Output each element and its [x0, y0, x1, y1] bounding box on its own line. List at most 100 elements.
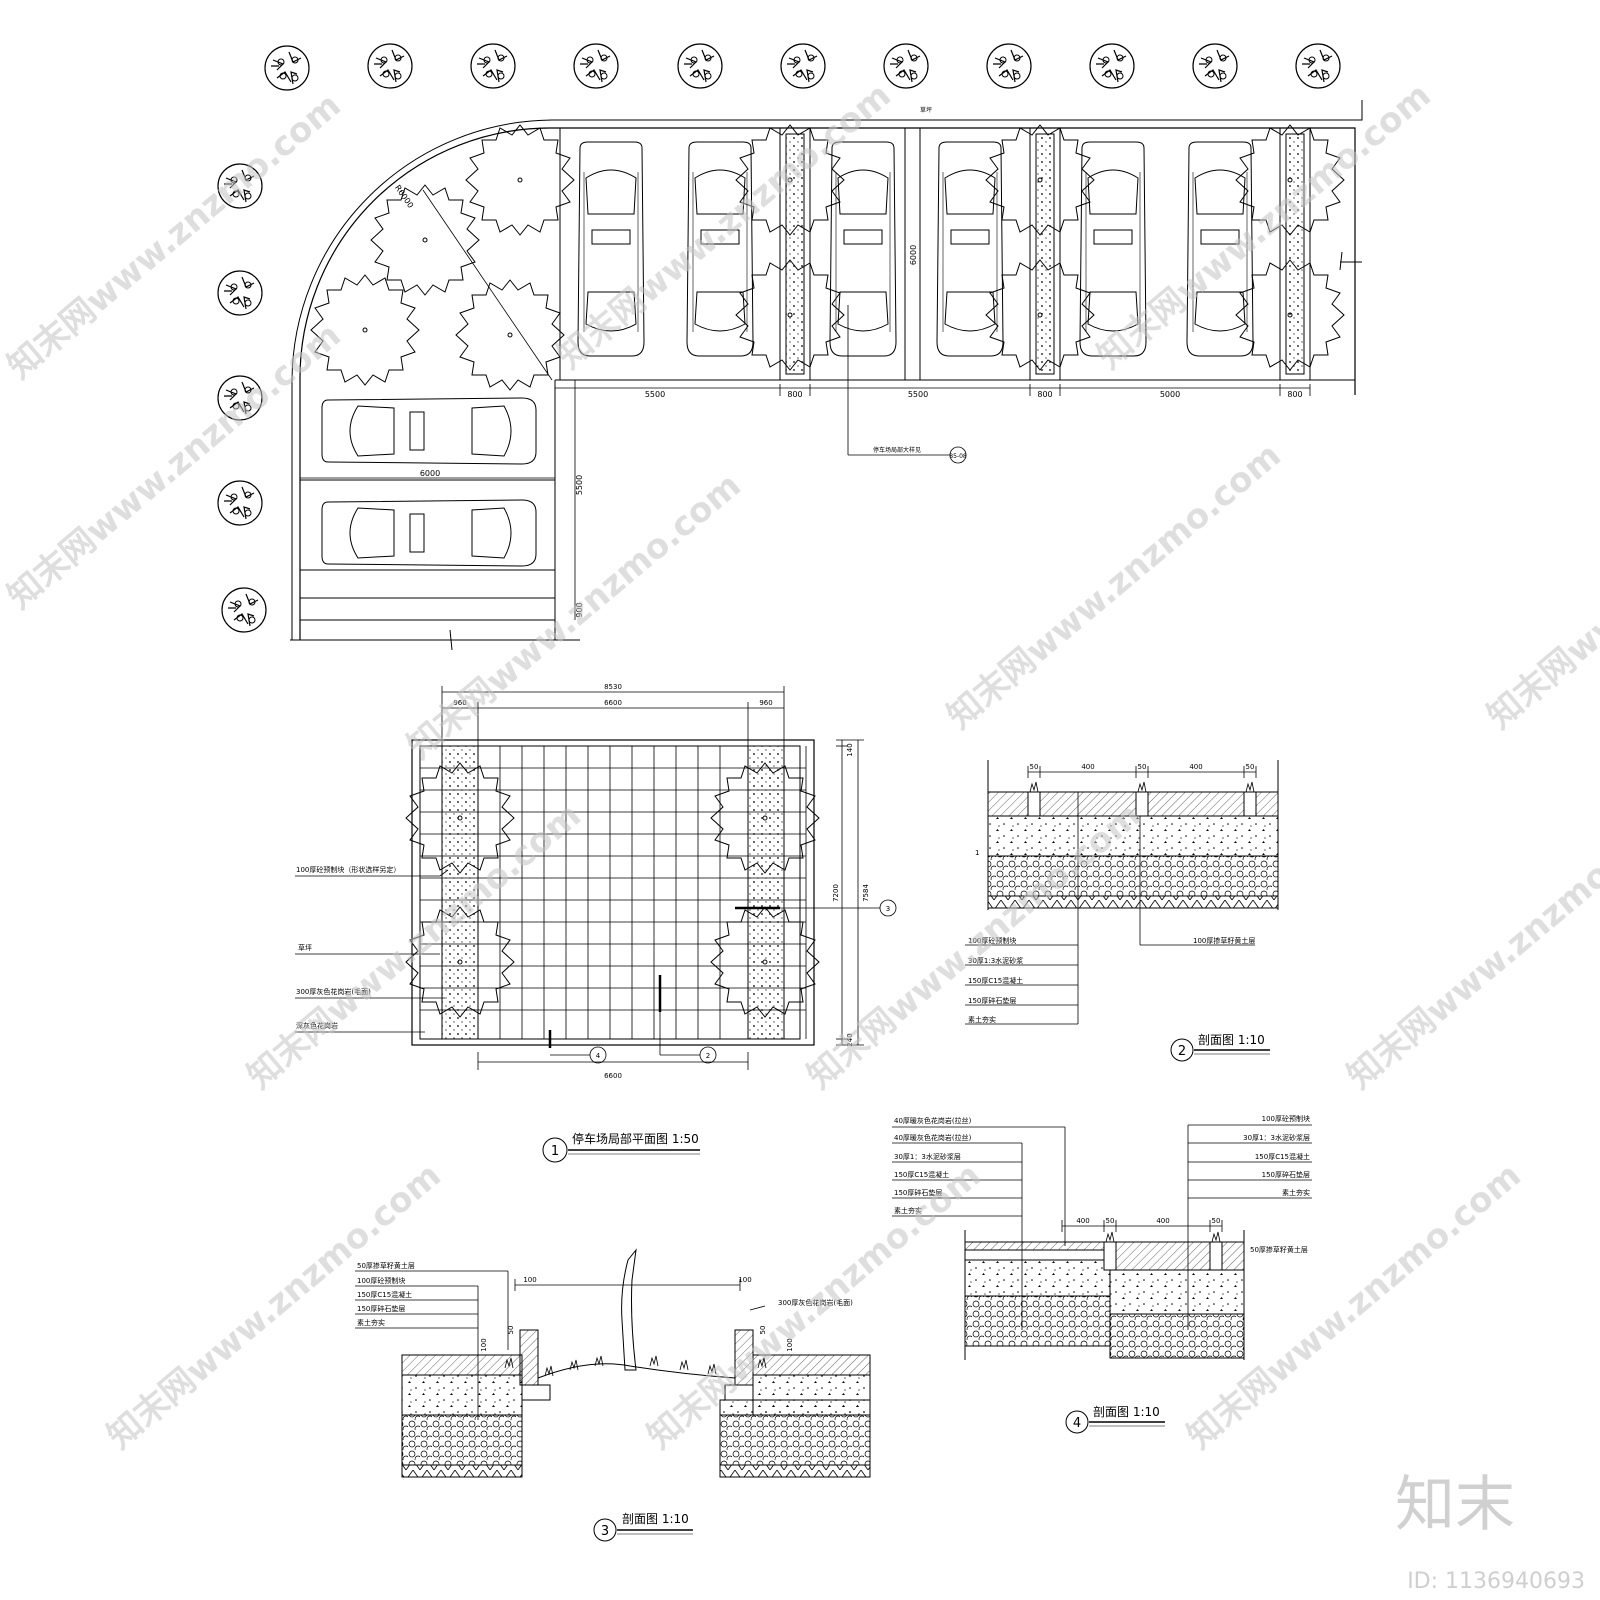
lawn-label: 草坪: [920, 106, 932, 114]
s3-right-label: 300厚灰色花岗岩(毛面): [778, 1298, 853, 1307]
s4-right-label-1: 100厚砼预制块: [1262, 1114, 1310, 1123]
image-id: ID: 1136940693: [1407, 1569, 1585, 1594]
detail-plan: [295, 686, 897, 1163]
section-4-number: 4: [1073, 1416, 1081, 1431]
granite-strip-right: [747, 745, 785, 1040]
s2-right-label: 100厚掺草籽黄土层: [1193, 936, 1255, 945]
s4-left-label-2: 40厚暖灰色花岗岩(拉丝): [894, 1133, 972, 1142]
site-plan-text: 草坪 5500 800 5500 800 5000 800 6000 R6000…: [393, 106, 1303, 618]
s2-dim-3: 50: [1138, 763, 1147, 771]
dim-bay-3: 5000: [1160, 390, 1180, 399]
watermark-10: 知末网www.znzmo.com: [1340, 795, 1600, 1097]
s3-label-3: 150厚C15混凝土: [357, 1290, 412, 1299]
s2-label-4: 150厚碎石垫层: [968, 996, 1016, 1005]
dim-bottom: 6600: [604, 1072, 622, 1080]
s3-label-4: 150厚碎石垫层: [357, 1304, 405, 1313]
dim-v-bottom: 240: [846, 1033, 854, 1046]
s2-label-3: 150厚C15混凝土: [968, 976, 1023, 985]
watermark-7: 知末网www.znzmo.com: [1480, 435, 1600, 737]
marker-4: 4: [596, 1052, 601, 1060]
s4-dim-1: 400: [1076, 1217, 1089, 1225]
dim-v-total: 7584: [862, 884, 870, 902]
brand-badge: 知末 ID: 1136940693: [1395, 1470, 1585, 1594]
s4-right-label-3: 150厚C15混凝土: [1255, 1152, 1310, 1161]
dim-bay-1: 5500: [645, 390, 665, 399]
dim-strip-1: 800: [787, 390, 802, 399]
s3-dim-6: 100: [786, 1338, 794, 1351]
top-tree-row: [264, 43, 1341, 91]
s4-right-label-4: 150厚碎石垫层: [1262, 1170, 1310, 1179]
dim-strip-3: 800: [1287, 390, 1302, 399]
site-dims: [300, 150, 1311, 620]
brand-logo: 知末: [1395, 1470, 1515, 1540]
s2-label-5: 素土夯实: [968, 1015, 996, 1024]
paver-grid: [419, 746, 807, 1039]
section-2-number: 2: [1178, 1044, 1186, 1059]
s4-left-label-1: 40厚暖灰色花岗岩(拉丝): [894, 1116, 972, 1125]
s3-label-1: 50厚掺草籽黄土层: [357, 1261, 415, 1270]
callout-ref: 85-08: [949, 453, 967, 460]
s2-dim-1: 50: [1030, 763, 1039, 771]
dim-left-bay: 6000: [420, 469, 440, 478]
s3-dim-2: 100: [738, 1276, 751, 1284]
section-2-title: 剖面图 1:10: [1198, 1033, 1265, 1047]
detail-plan-text: 8530 960 6600 960 6600 140 7200 7584 240…: [296, 683, 890, 1159]
s4-dim-2: 50: [1106, 1217, 1115, 1225]
s4-left-label-5: 150厚碎石垫层: [894, 1188, 942, 1197]
dim-depth: 6000: [909, 245, 918, 265]
s4-right-label-2: 30厚1：3水泥砂浆层: [1243, 1133, 1310, 1142]
s3-dim-4: 100: [480, 1338, 488, 1351]
section-3-number: 3: [601, 1524, 609, 1539]
s3-label-2: 100厚砼预制块: [357, 1276, 405, 1285]
s2-label-2: 30厚1:3水泥砂浆: [968, 956, 1023, 965]
detail-plan-number: 1: [551, 1144, 559, 1159]
s3-dim-5: 50: [759, 1326, 767, 1335]
watermark-6: 知末网www.znzmo.com: [940, 435, 1289, 737]
s4-side-label: 50厚掺草籽黄土层: [1250, 1245, 1308, 1254]
section-4-text: 40厚暖灰色花岗岩(拉丝) 40厚暖灰色花岗岩(拉丝) 30厚1：3水泥砂浆层 …: [894, 1114, 1310, 1431]
label-lawn: 草坪: [298, 943, 312, 952]
section-2-text: 50 400 50 400 50 1 100厚砼预制块 30厚1:3水泥砂浆 1…: [968, 763, 1265, 1059]
s2-dim-5: 50: [1246, 763, 1255, 771]
dim-radius: R6000: [393, 183, 415, 209]
dim-mid: 6600: [604, 699, 622, 707]
s4-dim-4: 50: [1212, 1217, 1221, 1225]
s4-left-label-3: 30厚1：3水泥砂浆层: [894, 1152, 961, 1161]
site-plan: [217, 43, 1363, 651]
s2-label-1: 100厚砼预制块: [968, 936, 1016, 945]
label-paver: 100厚砼预制块（形状选样另定）: [296, 865, 400, 874]
detail-plan-dims: [441, 686, 880, 1070]
section-4: [892, 1124, 1312, 1434]
dim-right: 960: [759, 699, 772, 707]
s3-label-5: 素土夯实: [357, 1318, 385, 1327]
dim-left: 960: [453, 699, 466, 707]
s2-dim-2: 400: [1081, 763, 1094, 771]
s3-dim-3: 50: [507, 1326, 515, 1335]
planting-strip-3: [1279, 127, 1311, 381]
section-2: [965, 760, 1279, 1062]
section-3-title: 剖面图 1:10: [622, 1512, 689, 1526]
s4-left-label-4: 150厚C15混凝土: [894, 1170, 949, 1179]
granite-strip-left: [441, 745, 479, 1040]
dim-left-strip: 900: [575, 602, 584, 617]
section-4-title: 剖面图 1:10: [1093, 1405, 1160, 1419]
watermark-9: 知末网www.znzmo.com: [800, 795, 1149, 1097]
callout-text: 停车场局部大样见: [873, 446, 921, 454]
marker-3: 3: [886, 905, 890, 913]
s3-dim-1: 100: [523, 1276, 536, 1284]
planting-strip-2: [1029, 127, 1061, 381]
label-dark-granite: 深灰色花岗岩: [296, 1021, 338, 1030]
label-granite: 300厚灰色花岗岩(毛面): [296, 987, 371, 996]
dim-left-row: 5500: [575, 475, 584, 495]
parked-cars-left: [321, 397, 537, 567]
marker-2: 2: [706, 1052, 710, 1060]
detail-plan-title: 停车场局部平面图 1:50: [572, 1131, 699, 1146]
s4-left-label-6: 素土夯实: [894, 1206, 922, 1215]
planting-strip-1: [779, 127, 811, 381]
detail-plan-leaders: [295, 869, 449, 1033]
section-3: [355, 1248, 871, 1542]
dim-strip-2: 800: [1037, 390, 1052, 399]
s2-side-mark: 1: [975, 849, 979, 857]
dim-bay-2: 5500: [908, 390, 928, 399]
